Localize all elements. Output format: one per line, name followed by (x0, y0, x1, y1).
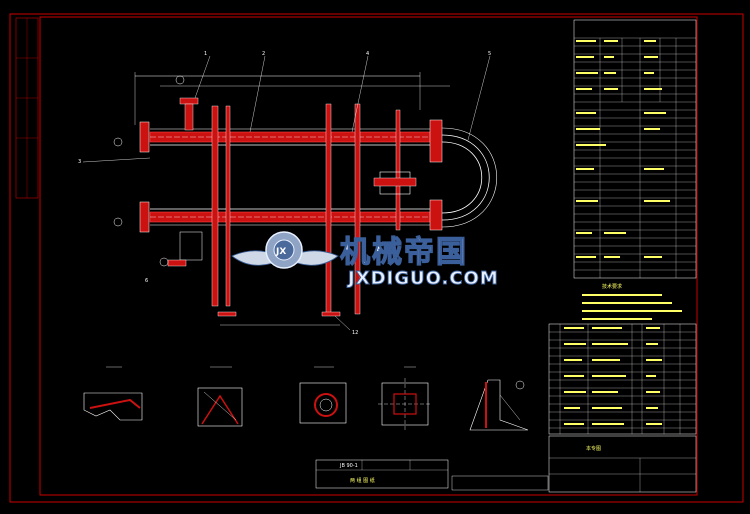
title-block-subtitle: 本专图 (586, 445, 601, 452)
svg-text:JX: JX (275, 247, 286, 257)
detail-view-5 (469, 379, 529, 431)
spec-table (573, 19, 697, 279)
parts-list-table (548, 323, 697, 435)
callout-1: 1 (204, 51, 207, 57)
wings-emblem-icon: JX (231, 231, 339, 269)
callout-5: 5 (488, 51, 491, 57)
watermark-cn-text: 机械帝国 (340, 235, 468, 270)
detail-view-3 (299, 366, 347, 424)
site-watermark: JX 机械帝国 JXDIGUO.COM (231, 231, 499, 289)
callout-6: 6 (145, 278, 148, 284)
title-block: 本专图 JB 90-1 两 组 图 纸 (315, 435, 697, 493)
detail-view-1 (83, 366, 143, 421)
technical-notes: 技术要求 (582, 283, 682, 320)
watermark-en-text: JXDIGUO.COM (346, 268, 499, 289)
detail-view-2 (197, 366, 243, 427)
callout-12: 12 (352, 330, 358, 336)
title-block-stamp: JB 90-1 (339, 463, 358, 469)
callout-2: 2 (262, 51, 265, 57)
callout-3: 3 (78, 159, 81, 165)
callout-4: 4 (366, 51, 369, 57)
title-block-main-title: 两 组 图 纸 (350, 477, 375, 484)
notes-heading: 技术要求 (602, 283, 622, 290)
drawing-frame (9, 13, 744, 503)
heat-exchanger-main-view (82, 55, 498, 331)
callout-labels: 1 2 3 4 5 6 12 (78, 51, 491, 336)
detail-view-4 (378, 366, 432, 430)
detail-views (83, 366, 529, 431)
